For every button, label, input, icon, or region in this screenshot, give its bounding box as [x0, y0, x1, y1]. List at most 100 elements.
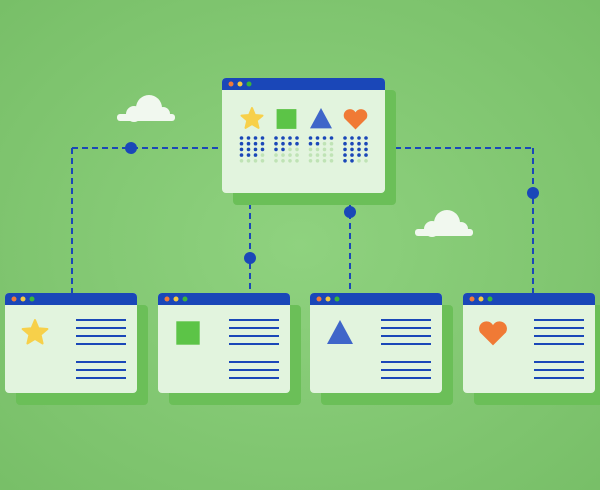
close-dot: [469, 296, 475, 302]
window-titlebar: [310, 293, 442, 305]
grid-dot: [246, 136, 251, 140]
grid-dot: [246, 159, 251, 163]
window-body: [5, 293, 137, 393]
window-body: [222, 78, 385, 193]
grid-dot: [274, 153, 278, 157]
grid-dot: [322, 136, 327, 140]
window-body: [158, 293, 290, 393]
grid-dot: [253, 159, 258, 163]
close-dot: [228, 81, 234, 87]
child-window-3: [310, 293, 453, 405]
grid-dot: [281, 147, 285, 152]
grid-dot: [329, 159, 334, 163]
grid-dot: [364, 153, 368, 157]
cloud-part: [117, 114, 175, 121]
grid-dot: [308, 153, 313, 157]
grid-dot: [364, 136, 368, 140]
grid-dot: [253, 153, 258, 157]
square-icon: [276, 109, 297, 129]
connector-node: [125, 142, 137, 154]
maximize-dot: [29, 296, 35, 302]
grid-dot: [274, 141, 278, 146]
grid-dot: [350, 141, 354, 146]
grid-dot: [288, 159, 292, 163]
grid-dot: [281, 141, 285, 146]
minimize-dot: [237, 81, 243, 87]
grid-dot: [260, 136, 265, 140]
grid-dot: [322, 153, 327, 157]
grid-dot: [315, 147, 320, 152]
maximize-dot: [334, 296, 340, 302]
triangle-icon: [310, 108, 332, 129]
grid-dot: [350, 136, 354, 140]
grid-dot: [329, 147, 334, 152]
main-window: [222, 78, 396, 205]
grid-dot: [260, 153, 265, 157]
cloud: [415, 210, 473, 237]
grid-dot: [260, 147, 265, 152]
grid-dot: [308, 147, 313, 152]
grid-dot: [350, 147, 354, 152]
grid-dot: [281, 159, 285, 163]
heart-icon: [479, 321, 507, 346]
grid-dot: [246, 141, 251, 146]
connector-node: [527, 187, 539, 199]
grid-dot: [295, 141, 299, 146]
grid-dot: [274, 159, 278, 163]
grid-dot: [322, 159, 327, 163]
maximize-dot: [182, 296, 188, 302]
dot-grid: [343, 136, 368, 163]
grid-dot: [239, 141, 244, 146]
grid-dot: [308, 159, 313, 163]
connector-node: [244, 252, 256, 264]
child-window-4: [463, 293, 600, 405]
grid-dot: [357, 147, 361, 152]
window-titlebar: [463, 293, 595, 305]
grid-dot: [315, 153, 320, 157]
grid-dot: [295, 153, 299, 157]
grid-dot: [357, 136, 361, 140]
child-window-1: [5, 293, 148, 405]
grid-dot: [281, 153, 285, 157]
grid-dot: [239, 147, 244, 152]
dot-grid: [274, 136, 299, 163]
grid-dot: [329, 141, 334, 146]
grid-dot: [295, 159, 299, 163]
maximize-dot: [487, 296, 493, 302]
child-window-2: [158, 293, 301, 405]
window-titlebar: [5, 293, 137, 305]
grid-dot: [239, 159, 244, 163]
close-dot: [164, 296, 170, 302]
grid-dot: [329, 153, 334, 157]
grid-dot: [288, 153, 292, 157]
grid-dot: [274, 147, 278, 152]
grid-dot: [295, 147, 299, 152]
dot-grid: [308, 136, 334, 163]
star-icon: [21, 319, 49, 345]
grid-dot: [253, 147, 258, 152]
minimize-dot: [478, 296, 484, 302]
grid-dot: [343, 136, 347, 140]
grid-dot: [315, 136, 320, 140]
grid-dot: [246, 153, 251, 157]
grid-dot: [315, 141, 320, 146]
grid-dot: [246, 147, 251, 152]
close-dot: [11, 296, 17, 302]
grid-dot: [295, 136, 299, 140]
dot-grid: [239, 136, 265, 163]
minimize-dot: [325, 296, 331, 302]
grid-dot: [343, 141, 347, 146]
connector-node: [344, 206, 356, 218]
square-icon: [176, 321, 200, 345]
grid-dot: [350, 159, 354, 163]
window-body: [310, 293, 442, 393]
grid-dot: [308, 136, 313, 140]
grid-dot: [343, 147, 347, 152]
windows: [5, 78, 600, 405]
grid-dot: [364, 141, 368, 146]
grid-dot: [322, 147, 327, 152]
grid-dot: [260, 159, 265, 163]
minimize-dot: [173, 296, 179, 302]
